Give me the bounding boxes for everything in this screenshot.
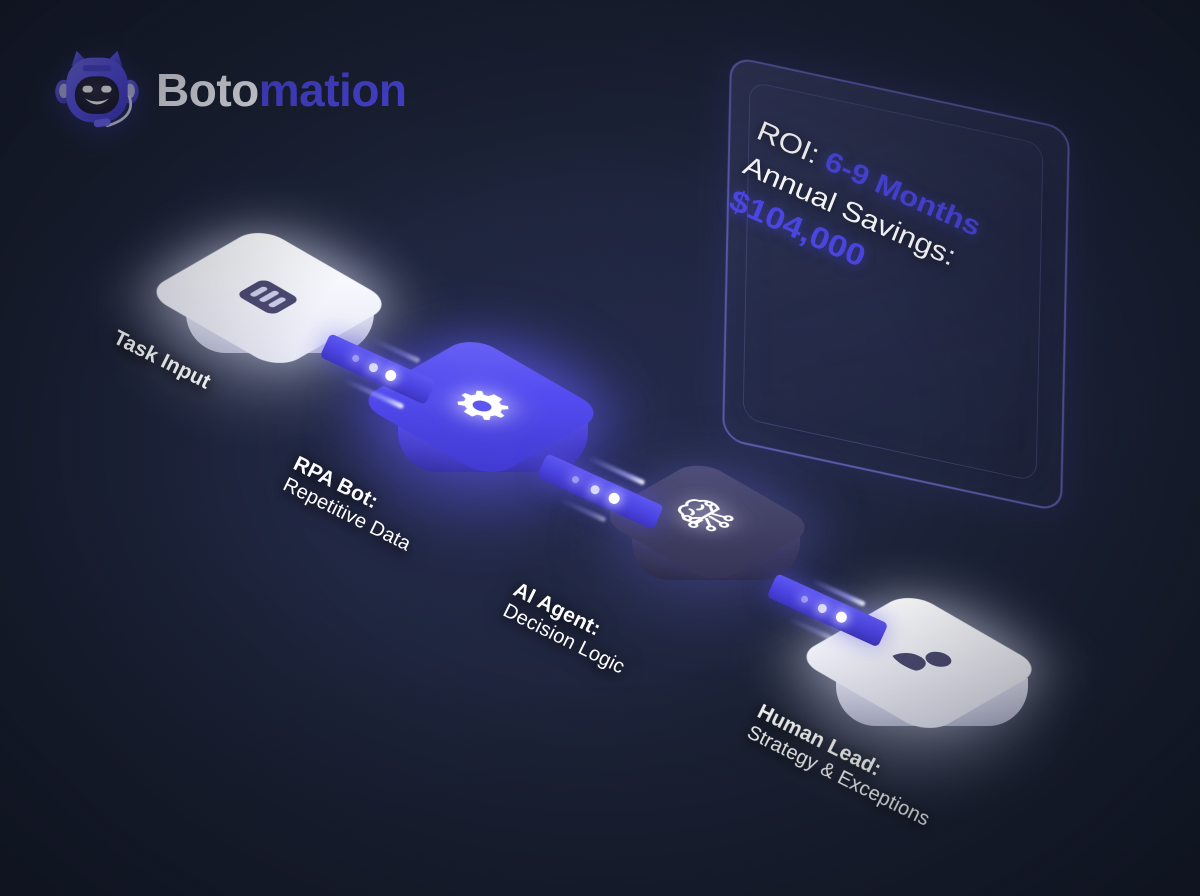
data-flow-dot [351,353,361,363]
data-flow-dot [367,361,380,374]
data-flow-dot [589,483,601,496]
data-flow-dot [816,602,829,615]
brand-wordmark: Botomation [156,67,407,113]
data-flow-dot [834,609,849,624]
brand-name-accent: mation [258,64,407,116]
data-flow-dot [571,474,581,484]
label-rpa-bot: RPA Bot: Repetitive Data [279,452,425,556]
data-flow-dot [607,490,622,506]
data-flow-dot [799,594,810,604]
brand-logo: Botomation [54,44,407,136]
data-flow-dot [383,367,399,383]
robot-head-headset-icon [54,44,140,136]
label-ai-agent: AI Agent: Decision Logic [499,578,639,679]
brand-name-primary: Boto [156,64,259,116]
